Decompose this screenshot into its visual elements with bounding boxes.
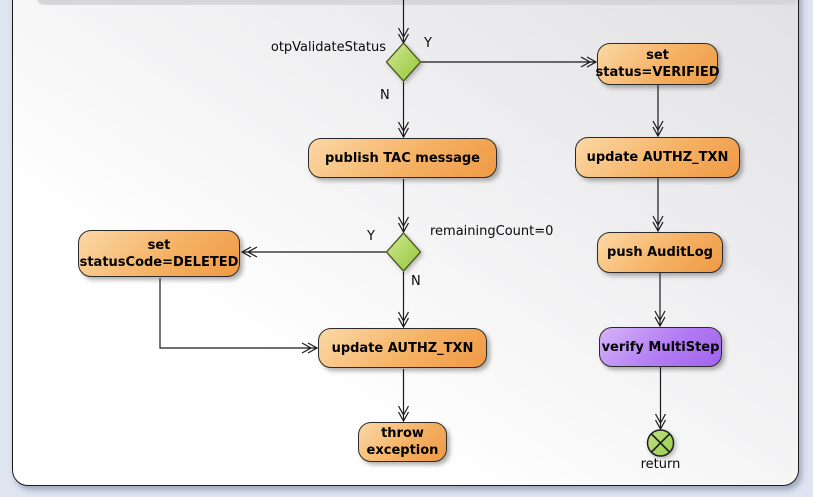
- action-set-statuscode-deleted[interactable]: set statusCode=DELETED: [78, 230, 240, 277]
- edge-set-verified-to-update-authz[interactable]: [652, 85, 664, 138]
- action-label-line2: exception: [366, 443, 439, 458]
- cutoff-element-top-edge: [37, 0, 798, 5]
- action-label: update AUTHZ_TXN: [586, 150, 729, 165]
- guard-label-remaining-yes: Y: [367, 229, 375, 244]
- action-throw-exception[interactable]: throw exception: [358, 422, 447, 462]
- decision-label-otp-validate-status: otpValidateStatus: [270, 40, 386, 55]
- action-verify-multistep[interactable]: verify MultiStep: [599, 327, 722, 367]
- action-label-line1: set: [646, 48, 669, 63]
- edge-update-authz-to-push-auditlog[interactable]: [652, 178, 664, 233]
- action-update-authz-txn-right[interactable]: update AUTHZ_TXN: [575, 137, 740, 178]
- final-node-label-return: return: [640, 457, 681, 472]
- guard-label-otp-yes: Y: [424, 36, 432, 51]
- edge-otp-yes-to-set-verified[interactable]: [421, 56, 598, 68]
- decision-label-remaining-count: remainingCount=0: [430, 224, 554, 239]
- guard-label-otp-no: N: [380, 88, 390, 103]
- action-label-line1: throw: [381, 426, 424, 441]
- action-label-line2: statusCode=DELETED: [79, 254, 239, 270]
- flow-final-node[interactable]: [646, 429, 675, 457]
- action-publish-tac-message[interactable]: publish TAC message: [308, 138, 497, 178]
- action-label: push AuditLog: [607, 245, 713, 260]
- edge-verify-multistep-to-return[interactable]: [654, 367, 667, 431]
- action-label: verify MultiStep: [601, 339, 720, 355]
- guard-label-remaining-no: N: [411, 274, 421, 289]
- edge-remaining-yes-to-set-deleted[interactable]: [240, 246, 386, 258]
- edge-push-auditlog-to-verify-multistep[interactable]: [654, 273, 666, 328]
- edge-otp-no-to-publish-tac[interactable]: [397, 82, 410, 139]
- edge-remaining-no-to-update-authz[interactable]: [397, 272, 410, 329]
- edge-publish-tac-to-remaining-decision[interactable]: [397, 179, 410, 234]
- action-label: update AUTHZ_TXN: [331, 340, 474, 356]
- action-update-authz-txn-middle[interactable]: update AUTHZ_TXN: [318, 328, 487, 368]
- decision-otp-validate-status[interactable]: [385, 42, 422, 82]
- edge-update-authz-to-throw-exception[interactable]: [397, 369, 410, 423]
- action-set-status-verified[interactable]: set status=VERIFIED: [595, 43, 720, 85]
- action-label-line2: status=VERIFIED: [595, 65, 720, 80]
- action-push-auditlog[interactable]: push AuditLog: [597, 232, 723, 273]
- action-label-line1: set: [147, 237, 171, 253]
- edge-set-deleted-to-update-authz[interactable]: [159, 278, 319, 354]
- action-label: publish TAC message: [324, 150, 481, 166]
- decision-remaining-count[interactable]: [385, 232, 422, 272]
